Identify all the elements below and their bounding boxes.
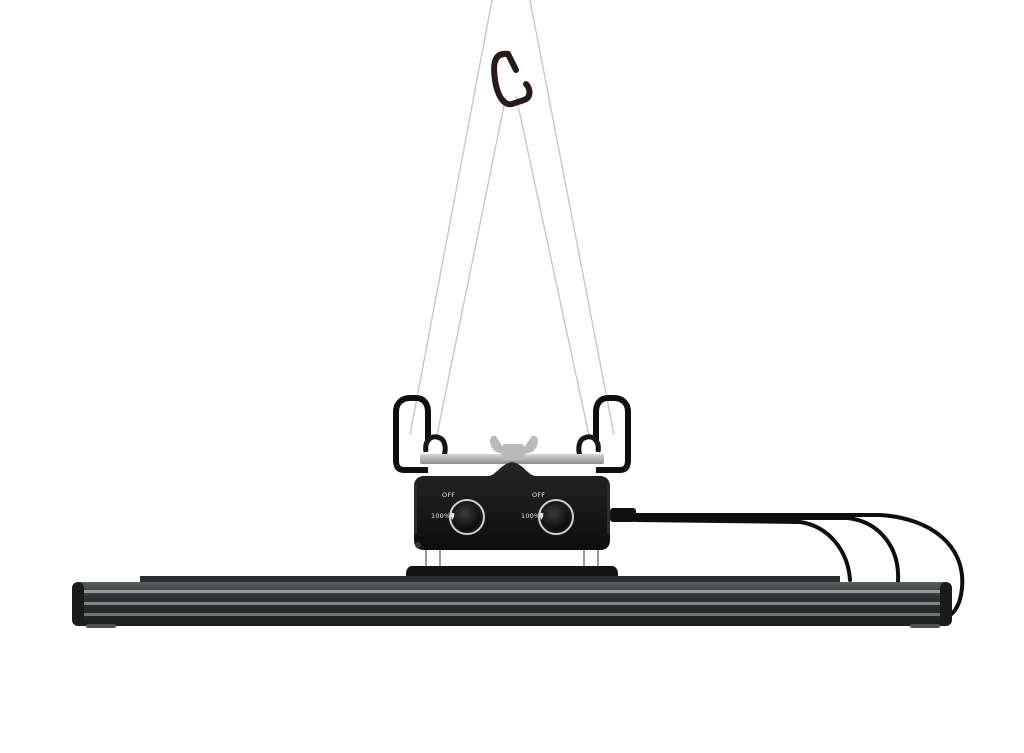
carabiner-icon [491,50,533,108]
wing-nut-icon [490,435,538,460]
dial-1-knob[interactable] [454,504,480,530]
dial-1-max-label: 100% [431,512,450,520]
dial-2-max-label: 100% [521,512,540,520]
dial-1-off-label: OFF [442,491,455,499]
dial-2-off-label: OFF [532,491,545,499]
dial-2-knob[interactable] [543,504,569,530]
suspension-wires [409,0,615,441]
wire-outer-left [409,0,493,436]
power-cables [610,508,965,620]
dimmer-dial-1[interactable]: OFF 100% [431,491,485,535]
wire-inner-right [515,95,591,441]
left-hanger-bracket [393,395,448,473]
light-bar [72,576,952,628]
right-hanger-bracket [576,395,631,473]
standoff-posts [425,550,599,566]
wire-outer-right [529,0,615,436]
dimmer-dial-2[interactable]: OFF 100% [521,491,574,535]
controller-box [414,462,610,550]
wire-inner-left [435,95,507,441]
